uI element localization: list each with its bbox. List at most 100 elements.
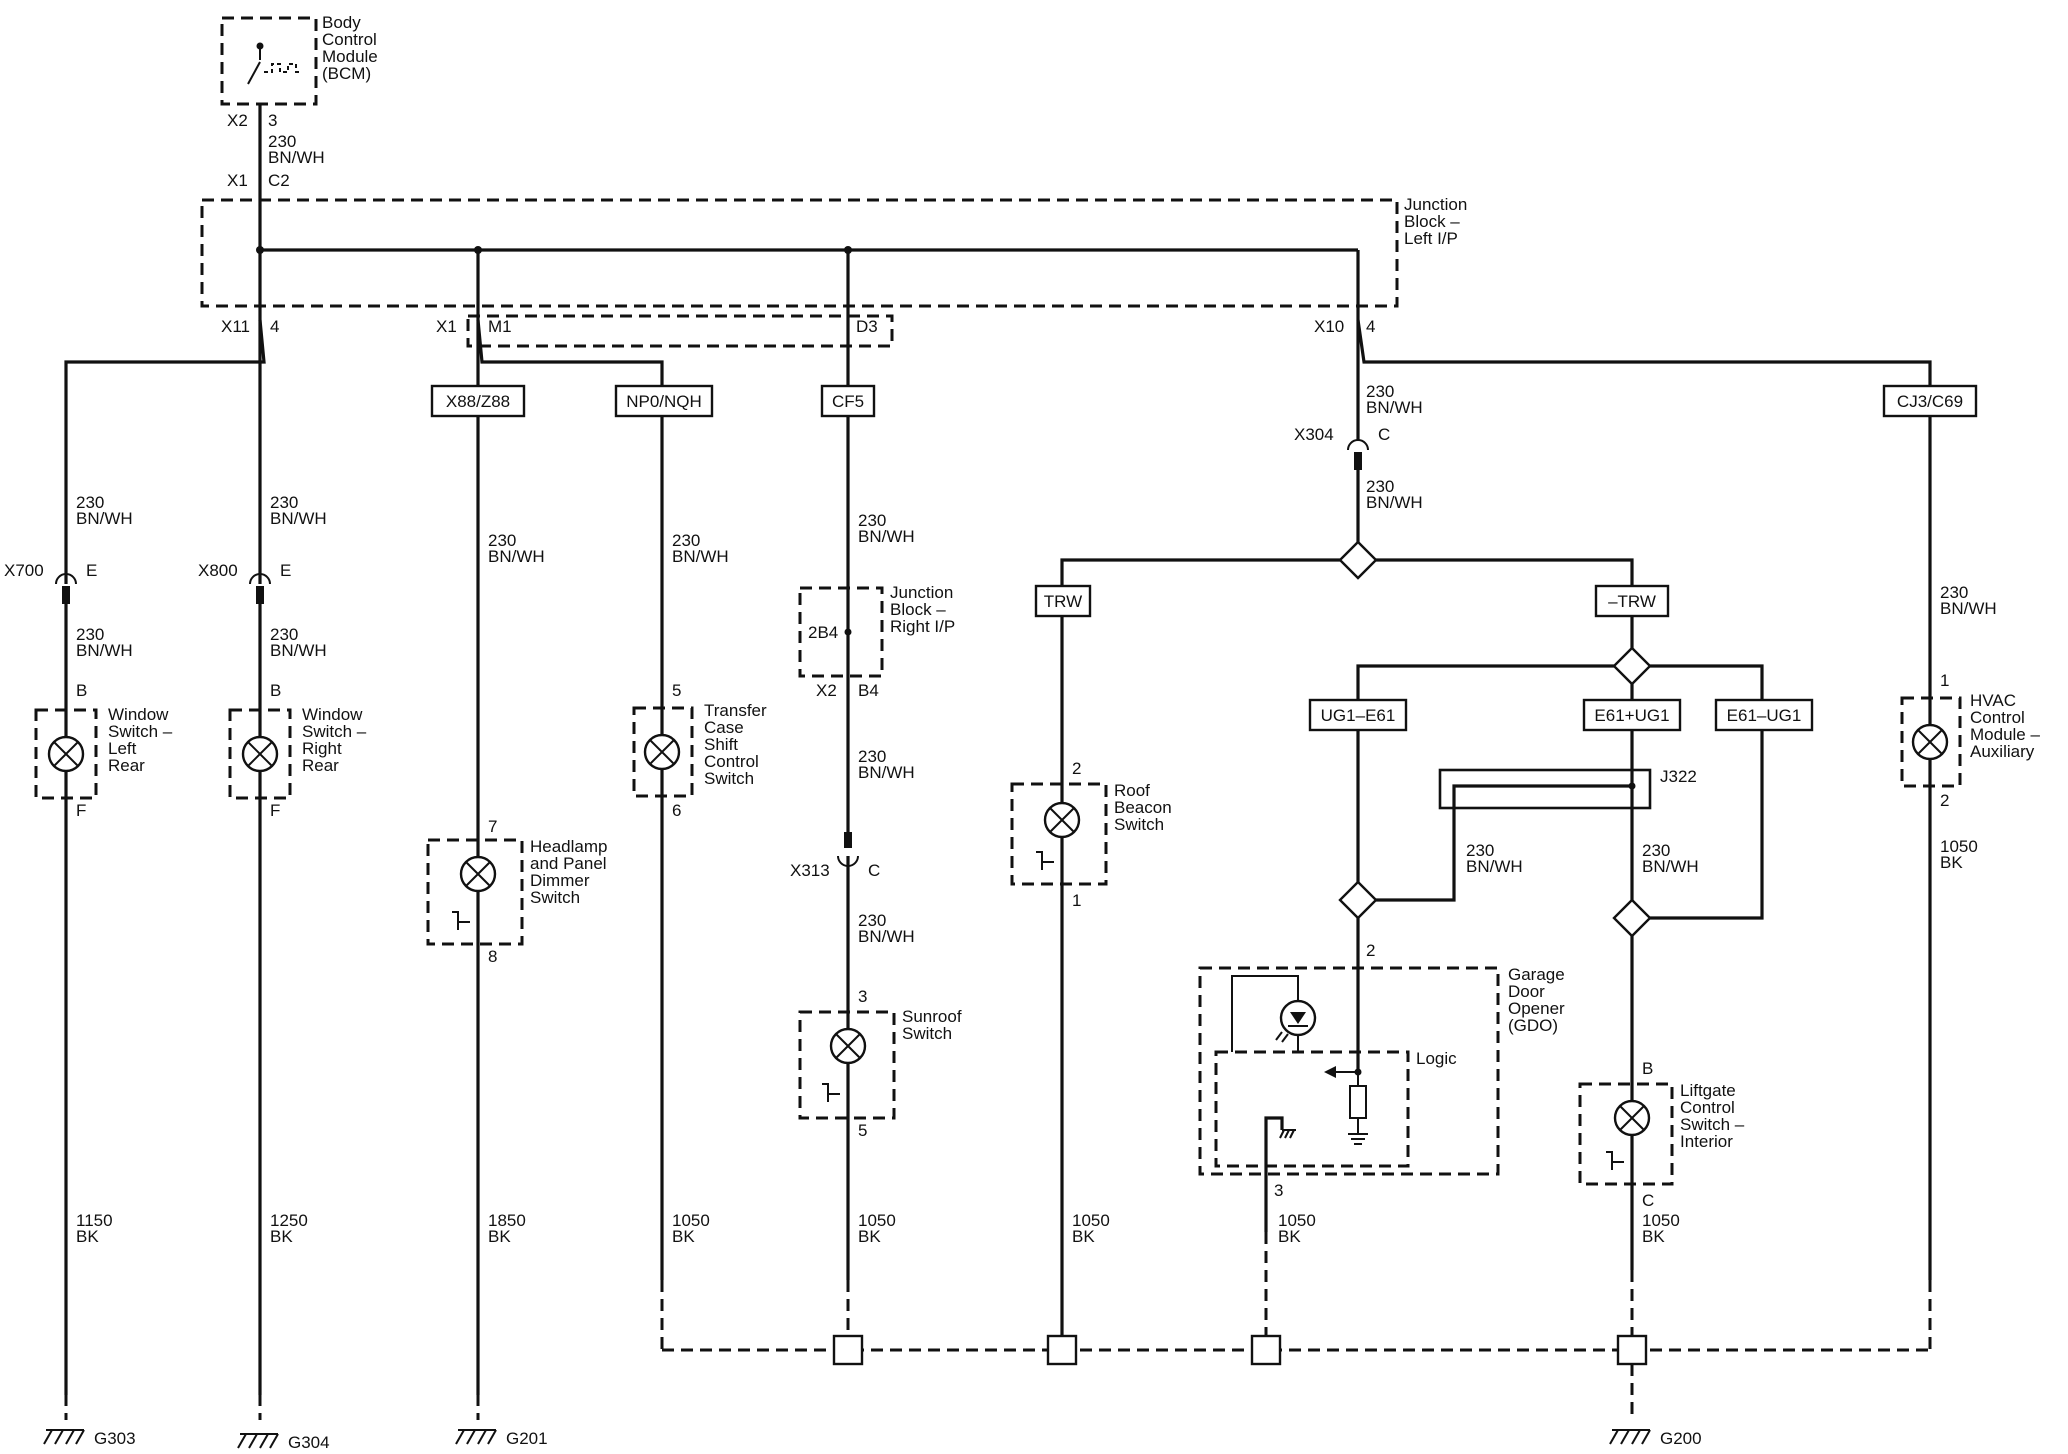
svg-text:1: 1 <box>1940 671 1949 690</box>
svg-text:NP0/NQH: NP0/NQH <box>626 392 702 411</box>
junction-block-right <box>798 586 884 678</box>
bcm-box <box>220 16 318 106</box>
svg-text:B4: B4 <box>858 681 879 700</box>
bcm-connector: X2 <box>227 111 248 130</box>
svg-text:TRW: TRW <box>1044 592 1082 611</box>
option-cf5 <box>820 384 876 418</box>
svg-text:8: 8 <box>488 947 497 966</box>
svg-text:C: C <box>868 861 880 880</box>
svg-text:J322: J322 <box>1660 767 1697 786</box>
window-switch-left-rear-box <box>34 708 98 800</box>
option-e61-plus-ug1 <box>1582 698 1682 732</box>
svg-text:B: B <box>270 681 281 700</box>
svg-text:G303: G303 <box>94 1429 136 1448</box>
x1-connector: X1 <box>436 317 457 336</box>
x11-pin: 4 <box>270 317 279 336</box>
option-np0-nqh <box>614 384 714 418</box>
x700-connector: X700 <box>4 561 44 580</box>
option-node-gdo <box>1338 880 1378 920</box>
x313-connector: X313 <box>790 861 830 880</box>
jbl-in-pin: C2 <box>268 171 290 190</box>
svg-text:2: 2 <box>1940 791 1949 810</box>
option-node-main <box>1338 540 1378 580</box>
svg-text:X2: X2 <box>816 681 837 700</box>
garage-door-opener-box <box>1198 966 1500 1176</box>
x304-connector: X304 <box>1294 425 1334 444</box>
svg-text:UG1–E61: UG1–E61 <box>1321 706 1396 725</box>
svg-text:2B4: 2B4 <box>808 623 838 642</box>
window-switch-right-rear-box <box>228 708 292 800</box>
d3-pin: D3 <box>856 317 878 336</box>
svg-text:5: 5 <box>672 681 681 700</box>
svg-text:3: 3 <box>1274 1181 1283 1200</box>
svg-text:G201: G201 <box>506 1429 548 1448</box>
bcm-pin: 3 <box>268 111 277 130</box>
svg-text:G304: G304 <box>288 1433 330 1452</box>
hvac-module-box <box>1900 696 1962 788</box>
jbl-in-connector: X1 <box>227 171 248 190</box>
ground-g200: G200 <box>1609 1429 1702 1448</box>
svg-text:6: 6 <box>672 801 681 820</box>
svg-text:5: 5 <box>858 1121 867 1140</box>
svg-text:X88/Z88: X88/Z88 <box>446 392 510 411</box>
svg-text:7: 7 <box>488 817 497 836</box>
svg-text:E: E <box>86 561 97 580</box>
svg-text:–TRW: –TRW <box>1608 592 1656 611</box>
svg-text:B: B <box>1642 1059 1653 1078</box>
svg-text:1: 1 <box>1072 891 1081 910</box>
liftgate-switch-box <box>1578 1082 1674 1186</box>
ground-g303: G303 <box>43 1429 136 1448</box>
ground-g304: G304 <box>237 1433 330 1452</box>
svg-text:Logic: Logic <box>1416 1049 1457 1068</box>
svg-text:2: 2 <box>1072 759 1081 778</box>
x11-connector: X11 <box>221 317 250 336</box>
transfer-case-box <box>632 706 694 798</box>
junction-block-left <box>200 198 1399 308</box>
svg-text:E: E <box>280 561 291 580</box>
svg-text:C: C <box>1642 1191 1654 1210</box>
option-node-liftgate <box>1612 898 1652 938</box>
svg-text:CF5: CF5 <box>832 392 864 411</box>
svg-text:E61–UG1: E61–UG1 <box>1727 706 1802 725</box>
gdo-logic-box <box>1214 1050 1410 1168</box>
m1-pin: M1 <box>488 317 512 336</box>
roof-beacon-box <box>1010 782 1108 886</box>
x10-connector: X10 <box>1314 317 1344 336</box>
svg-text:3: 3 <box>858 987 867 1006</box>
svg-text:F: F <box>270 801 280 820</box>
svg-text:2: 2 <box>1366 941 1375 960</box>
